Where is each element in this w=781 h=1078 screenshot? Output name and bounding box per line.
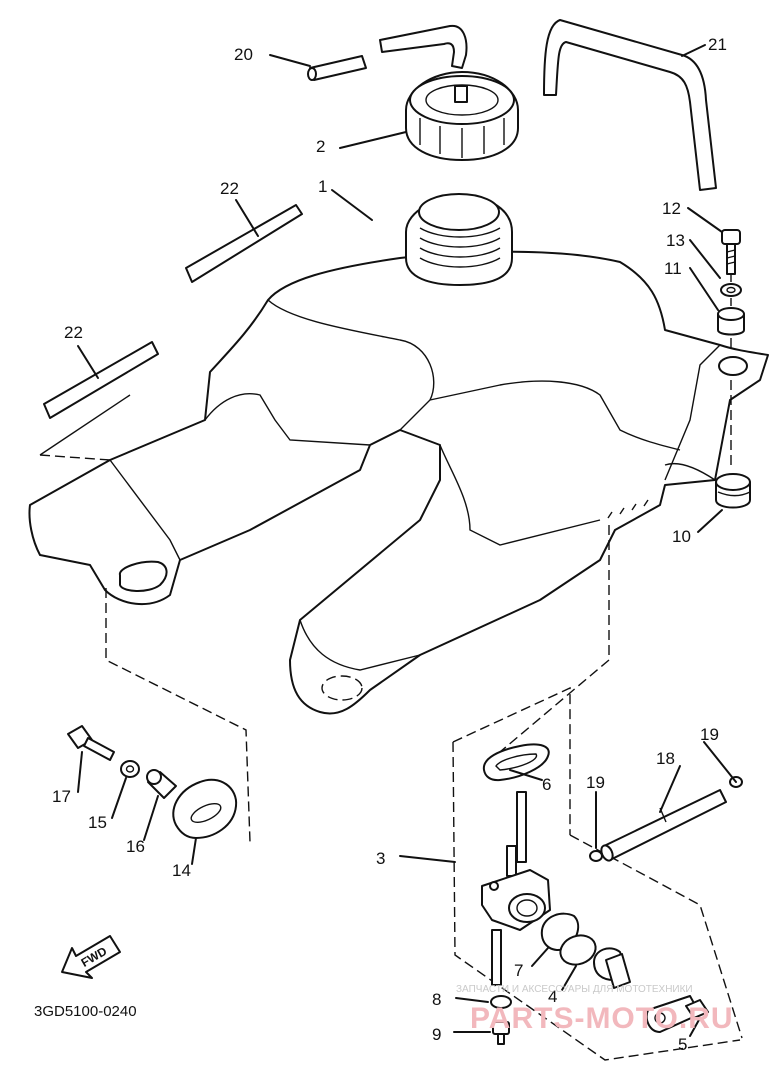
watermark: ЗАПЧАСТИ И АКСЕССУАРЫ ДЛЯ МОТОТЕХНИКИ PA… xyxy=(456,984,734,1035)
callout-10: 10 xyxy=(672,527,691,546)
callout-11: 11 xyxy=(664,259,682,278)
callout-labels: 20 2 1 22 22 21 12 13 11 10 3 6 19 19 18… xyxy=(52,35,727,1054)
gasket-6 xyxy=(482,743,550,782)
fuel-hose-18 xyxy=(600,789,727,862)
callout-22-upper: 22 xyxy=(220,179,239,198)
callout-6: 6 xyxy=(542,775,551,794)
callout-1: 1 xyxy=(318,177,327,196)
callout-7: 7 xyxy=(514,961,523,980)
callout-18: 18 xyxy=(656,749,675,768)
breather-hose xyxy=(307,24,468,81)
damper-14 xyxy=(172,778,238,839)
damper-10 xyxy=(715,473,751,509)
callout-8: 8 xyxy=(432,990,441,1009)
callout-14: 14 xyxy=(172,861,191,880)
drain-screw-9 xyxy=(492,1021,510,1045)
callout-12: 12 xyxy=(662,199,681,218)
callout-19-a: 19 xyxy=(586,773,605,792)
leader-lines xyxy=(77,44,737,1037)
o-ring-4 xyxy=(559,934,597,966)
collar-11 xyxy=(717,307,745,336)
damper-strip-lower xyxy=(43,341,159,419)
callout-17: 17 xyxy=(52,787,71,806)
washer-13 xyxy=(720,283,742,297)
callout-19-b: 19 xyxy=(700,725,719,744)
callout-16: 16 xyxy=(126,837,145,856)
collar-16 xyxy=(146,769,177,799)
cock-lever xyxy=(593,947,631,989)
damper-strip-upper xyxy=(185,204,303,283)
bolt-12 xyxy=(721,229,741,275)
watermark-tagline: ЗАПЧАСТИ И АКСЕССУАРЫ ДЛЯ МОТОТЕХНИКИ xyxy=(456,984,693,995)
bolt-17 xyxy=(67,725,115,761)
watermark-site: PARTS-MOTO.RU xyxy=(470,1002,734,1035)
callout-22-lower: 22 xyxy=(64,323,83,342)
callout-13: 13 xyxy=(666,231,685,250)
fuel-tank xyxy=(28,250,769,715)
screw-5 xyxy=(685,999,709,1019)
callout-20: 20 xyxy=(234,45,253,64)
callout-5: 5 xyxy=(678,1035,687,1054)
fuel-cap xyxy=(405,71,519,161)
clip-19-a xyxy=(589,850,603,862)
washer-15 xyxy=(120,760,140,778)
callout-15: 15 xyxy=(88,813,107,832)
forward-direction-arrow: FWD xyxy=(61,935,121,979)
filler-neck xyxy=(405,193,513,286)
callout-21: 21 xyxy=(708,35,727,54)
seal-8 xyxy=(490,995,512,1009)
callout-4: 4 xyxy=(548,987,557,1006)
fuel-cock xyxy=(481,791,551,986)
tank-guard xyxy=(543,19,717,191)
callout-9: 9 xyxy=(432,1025,441,1044)
callout-3: 3 xyxy=(376,849,385,868)
drawing-code: 3GD5100-0240 xyxy=(34,1003,137,1020)
callout-2: 2 xyxy=(316,137,325,156)
